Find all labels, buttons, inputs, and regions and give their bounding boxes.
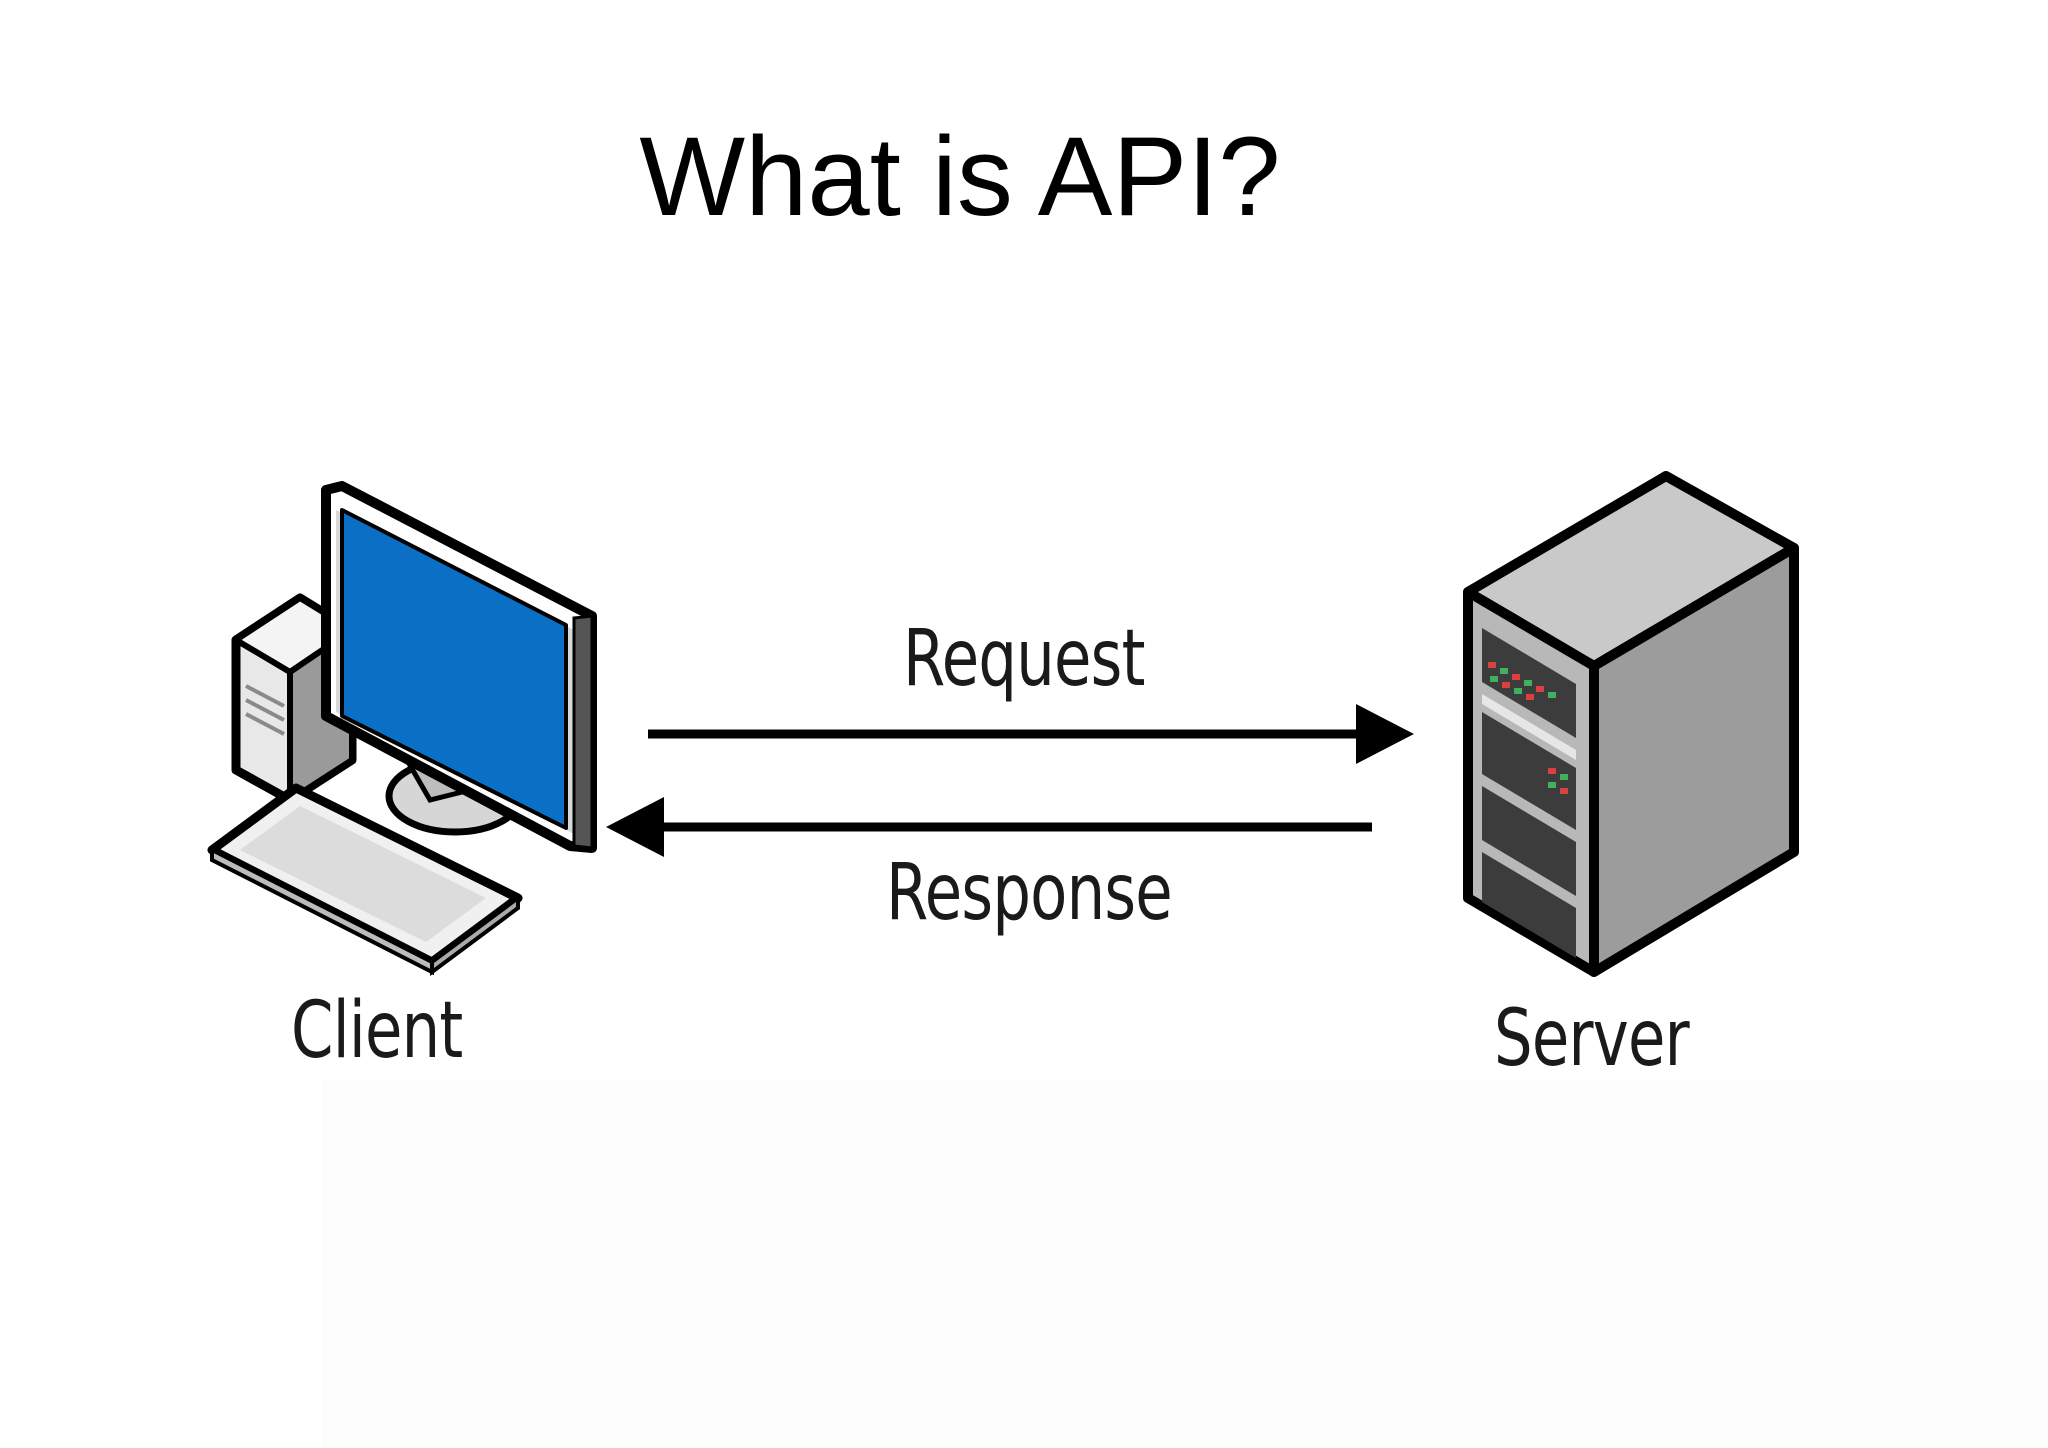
server-label: Server — [1494, 994, 1690, 1084]
status-lights — [1488, 662, 1568, 794]
desktop-computer-icon — [207, 481, 597, 976]
response-arrow — [606, 797, 1372, 857]
drive-bays — [1482, 628, 1576, 958]
request-arrow — [648, 704, 1414, 764]
slide-title: What is API? — [639, 114, 1281, 239]
response-label: Response — [886, 848, 1173, 938]
server-tower-icon — [1463, 471, 1799, 977]
client-label: Client — [291, 986, 463, 1076]
background-panel — [322, 1080, 2048, 1448]
request-label: Request — [903, 614, 1145, 704]
